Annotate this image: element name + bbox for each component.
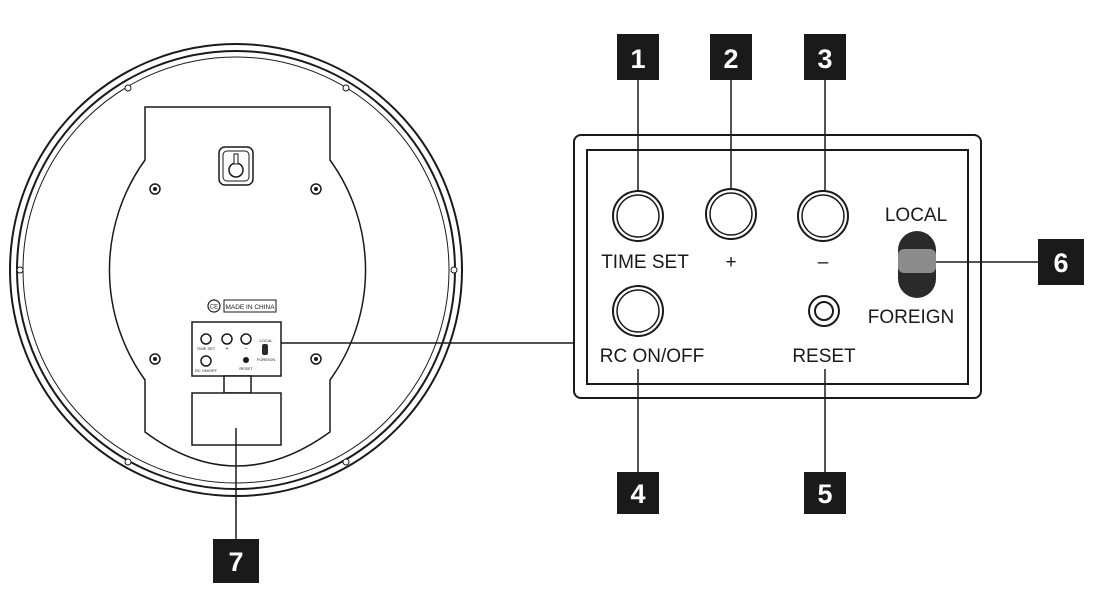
badge-bg	[1038, 239, 1084, 285]
leader-lines	[235, 80, 1038, 539]
mini-local-label: LOCAL	[259, 338, 273, 343]
ce-mark-text: CE	[210, 305, 218, 311]
screw-holes	[149, 183, 322, 365]
mini-plus-label: +	[226, 346, 229, 352]
mini-time-set-label: TIME SET	[197, 346, 216, 351]
time-set-label: TIME SET	[601, 252, 689, 273]
mini-time-set-button	[200, 333, 212, 345]
callout-badge-4: 4	[617, 472, 659, 514]
rim-dot	[450, 266, 458, 274]
callout-badge-2: 2	[710, 34, 752, 80]
screw-hole	[314, 187, 318, 191]
minus-label: –	[818, 252, 829, 273]
callout-badges: 1 2 3 4 5 6 7	[213, 34, 1084, 583]
badge-bg	[213, 539, 259, 583]
screw-hole	[153, 357, 157, 361]
reset-button-inner	[814, 301, 834, 321]
local-foreign-switch[interactable]	[898, 231, 936, 298]
switch-knob	[898, 249, 936, 273]
badge-bg	[710, 34, 752, 80]
mini-minus-label: –	[245, 346, 248, 352]
mini-minus-button	[240, 333, 252, 345]
ce-label: CE MADE IN CHINA	[207, 299, 277, 313]
badge-number: 2	[723, 44, 738, 74]
ce-mark-icon	[207, 299, 221, 313]
rim-dot	[342, 84, 350, 92]
badge-number: 5	[817, 479, 832, 509]
rc-onoff-label: RC ON/OFF	[600, 346, 705, 367]
local-label: LOCAL	[885, 205, 947, 226]
hook-slot	[233, 153, 239, 165]
badge-number: 7	[228, 547, 243, 577]
mini-foreign-label: FOREIGN	[257, 357, 275, 362]
badge-number: 3	[817, 44, 832, 74]
callout-badge-3: 3	[804, 34, 846, 80]
made-in-text: MADE IN CHINA	[225, 304, 275, 311]
hook-frame	[218, 146, 254, 186]
plus-label: +	[725, 252, 736, 273]
callout-badge-5: 5	[804, 472, 846, 514]
mini-reset-button	[243, 357, 249, 363]
badge-bg	[804, 34, 846, 80]
mini-reset-label: RESET	[239, 366, 253, 371]
minus-button[interactable]	[797, 190, 849, 242]
mini-rc-label: RC ON/OFF	[195, 368, 218, 373]
panel-outer-frame	[573, 134, 982, 399]
time-set-button[interactable]	[612, 190, 664, 242]
callout-badge-6: 6	[1038, 239, 1084, 285]
rim-dot	[16, 266, 24, 274]
mini-control-panel: TIME SET + – LOCAL FOREIGN RC ON/OFF RES…	[191, 321, 282, 377]
time-set-button-inner	[616, 194, 660, 238]
badge-bg	[617, 34, 659, 80]
rim-dot	[342, 458, 350, 466]
rc-button-inner	[616, 289, 660, 333]
foreign-label: FOREIGN	[868, 307, 955, 328]
badge-number: 4	[630, 479, 645, 509]
badge-bg	[804, 472, 846, 514]
rim-dot	[124, 458, 132, 466]
reset-label: RESET	[792, 346, 856, 367]
back-plate	[108, 106, 367, 467]
minus-button-inner	[801, 194, 845, 238]
mini-rc-button	[200, 355, 212, 367]
control-panel-enlarged: TIME SET + – LOCAL FOREIGN RC ON/OFF RES…	[573, 134, 982, 399]
callout-badge-1: 1	[617, 34, 659, 80]
plus-button[interactable]	[705, 188, 757, 240]
battery-connector	[223, 375, 252, 394]
hanging-hook	[218, 146, 254, 186]
mini-switch	[262, 344, 268, 355]
plus-button-inner	[709, 192, 753, 236]
panel-inner-frame	[586, 149, 969, 385]
hook-inner	[222, 150, 250, 182]
rim-dots	[16, 84, 458, 466]
screw-hole	[314, 357, 318, 361]
badge-bg	[617, 472, 659, 514]
mini-plus-button	[221, 333, 233, 345]
made-in-box	[223, 299, 277, 313]
rim-dot	[124, 84, 132, 92]
badge-number: 1	[630, 44, 645, 74]
reset-button[interactable]	[808, 295, 840, 327]
badge-number: 6	[1053, 248, 1068, 278]
rc-onoff-button[interactable]	[612, 285, 664, 337]
screw-hole	[153, 187, 157, 191]
callout-badge-7: 7	[213, 539, 259, 583]
